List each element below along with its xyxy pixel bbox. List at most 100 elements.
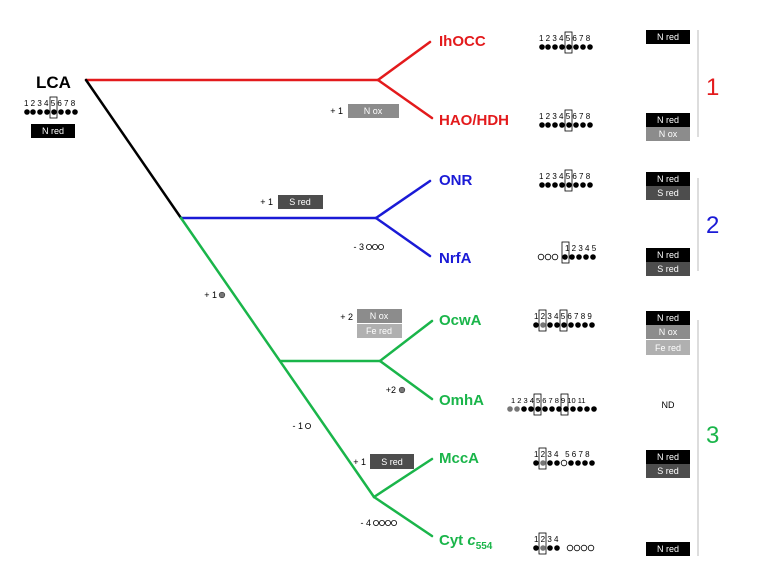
branch-events: + 1 N ox + 1 S red - 3 + 1 + 2 N ox Fe r… (204, 104, 414, 528)
conserved-site-box (560, 393, 569, 416)
event-mcca-count: + 1 (353, 457, 366, 467)
event-nrfa-open-circles (365, 243, 384, 250)
activity-box-hao-1 (646, 127, 690, 141)
heme-dots (539, 122, 593, 128)
heme-dots (539, 182, 593, 188)
taxon-labels: IhOCC HAO/HDH ONR NrfA OcwA OmhA MccA Cy… (439, 33, 509, 552)
taxon-label-nrfa: NrfA (439, 250, 472, 267)
activity-label-ocwa-1: N ox (659, 327, 678, 337)
event-ocwa-box-0 (357, 309, 402, 323)
activity-box-nrfa-0 (646, 248, 690, 262)
cyt-subscript: 554 (476, 541, 493, 552)
site-numbers: 1 2 3 4 5 (565, 244, 597, 253)
tree-branches (84, 40, 434, 538)
branch-hao (376, 78, 434, 120)
conserved-site-box (559, 309, 568, 332)
site-numbers: 1 2 3 4 (534, 535, 559, 544)
activity-label-hao-1: N ox (659, 129, 678, 139)
event-ocwa-box-label-0: N ox (370, 311, 389, 321)
heme-dots (539, 44, 593, 50)
conserved-site-box (538, 309, 547, 332)
taxon-label-onr: ONR (439, 172, 473, 189)
taxon-label-hao: HAO/HDH (439, 112, 509, 129)
event-omha-count: +2 (386, 385, 396, 395)
activity-box-onr-0 (646, 172, 690, 186)
activity-box-mcca-1 (646, 464, 690, 478)
activity-label-ocwa-2: Fe red (655, 343, 681, 353)
conserved-site-box (564, 169, 573, 192)
event-hao-box (348, 104, 399, 118)
activity-label-hao-0: N red (657, 115, 679, 125)
site-numbers: 1 2 3 4 5 6 7 8 9 (534, 312, 592, 321)
activity-label-onr-1: S red (657, 188, 679, 198)
conserved-site-box (538, 532, 547, 555)
heme-pattern-nrfa: 1 2 3 4 5 (537, 241, 597, 264)
group-label-1: 1 (706, 74, 719, 101)
heme-pattern-cyt: 1 2 3 4 (533, 532, 595, 555)
heme-dots (533, 459, 595, 467)
activity-label-cyt-0: N red (657, 544, 679, 554)
heme-dots (533, 322, 595, 328)
activity-column: N red N red N ox N red S red N red S red… (646, 30, 690, 556)
activity-box-onr-1 (646, 186, 690, 200)
event-nrfa-count: - 3 (353, 242, 364, 252)
root-activity-label: N red (42, 126, 64, 136)
conserved-site-box (533, 393, 542, 416)
group-label-2: 2 (706, 212, 719, 239)
activity-label-ihocc-0: N red (657, 32, 679, 42)
cyt-text: Cyt (439, 532, 463, 549)
heme-patterns: 1 2 3 4 5 6 7 8 1 2 3 4 5 6 7 8 1 2 3 4 … (507, 31, 597, 555)
taxon-label-cyt: Cyt c554 (439, 532, 493, 552)
event-green-loss-circle (304, 422, 311, 429)
event-green-gain-circle (218, 291, 226, 299)
event-ocwa-count: + 2 (340, 312, 353, 322)
event-onr-count: + 1 (260, 197, 273, 207)
activity-label-mcca-0: N red (657, 452, 679, 462)
activity-label-ocwa-0: N red (657, 313, 679, 323)
heme-pattern-omha: 1 2 3 4 5 6 7 8 9 10 11 (507, 393, 597, 416)
activity-label-onr-0: N red (657, 174, 679, 184)
conserved-site-box (538, 447, 547, 470)
root-node: LCA 1 2 3 4 5 6 7 8 N red (24, 73, 78, 138)
conserved-site-box (564, 31, 573, 54)
site-numbers: 1 2 3 4 5 6 7 8 9 10 11 (511, 396, 586, 405)
event-cyt-count: - 4 (360, 518, 371, 528)
activity-label-omha-0: ND (662, 400, 675, 410)
activity-box-ocwa-0 (646, 311, 690, 325)
group-label-3: 3 (706, 422, 719, 449)
conserved-site-box (49, 96, 58, 119)
conserved-site-box (564, 109, 573, 132)
activity-box-cyt-0 (646, 542, 690, 556)
branch-cyt (372, 495, 434, 538)
activity-box-mcca-0 (646, 450, 690, 464)
heme-pattern-onr: 1 2 3 4 5 6 7 8 (539, 169, 593, 192)
event-onr-box-label: S red (289, 197, 311, 207)
activity-box-ocwa-2 (646, 340, 690, 355)
taxon-label-omha: OmhA (439, 392, 484, 409)
taxon-label-ocwa: OcwA (439, 312, 482, 329)
root-activity-box (31, 124, 75, 138)
group-brackets: 1 2 3 (697, 30, 719, 556)
activity-box-ocwa-1 (646, 325, 690, 339)
branch-green-stem (179, 216, 376, 499)
heme-pattern-hao: 1 2 3 4 5 6 7 8 (539, 109, 593, 132)
heme-dots (537, 253, 596, 261)
heme-dots (533, 544, 595, 552)
event-green-gain-count: + 1 (204, 290, 217, 300)
event-hao-count: + 1 (330, 106, 343, 116)
heme-pattern-ihocc: 1 2 3 4 5 6 7 8 (539, 31, 593, 54)
branch-ihocc (376, 40, 432, 82)
event-mcca-box (370, 454, 414, 469)
event-cyt-open-circles (372, 520, 397, 527)
branch-root-black (84, 78, 183, 220)
heme-dots (507, 406, 597, 412)
taxon-label-ihocc: IhOCC (439, 33, 486, 50)
branch-nrfa (374, 216, 432, 258)
event-mcca-box-label: S red (381, 457, 403, 467)
conserved-site-box (561, 241, 570, 264)
heme-pattern-mcca: 1 2 3 4 5 6 7 8 (533, 447, 595, 470)
activity-box-ihocc-0 (646, 30, 690, 44)
cyt-italic: c (467, 532, 476, 549)
event-ocwa-box-1 (357, 324, 402, 338)
